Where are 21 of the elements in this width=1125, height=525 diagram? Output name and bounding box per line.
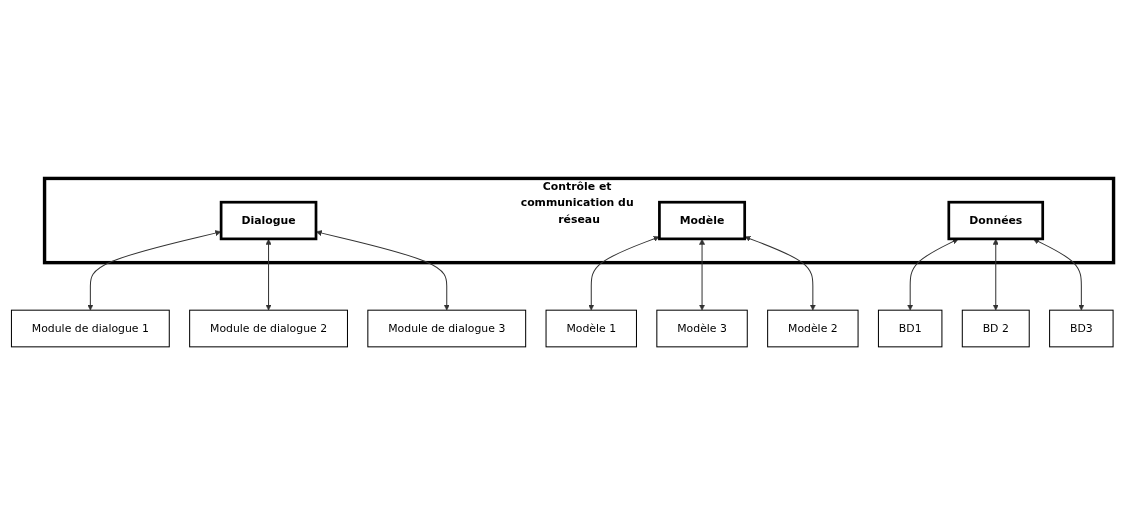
- node-box: Données: [947, 200, 1045, 241]
- arrow: [992, 238, 999, 311]
- node-box: Modèle 1: [545, 309, 637, 348]
- arrow: [699, 238, 706, 311]
- node-box: Modèle 2: [767, 309, 859, 348]
- arrow: [744, 235, 816, 311]
- arrow: [1033, 238, 1085, 311]
- node-box: Module de dialogue 2: [189, 309, 348, 348]
- node-box: Module de dialogue 1: [10, 309, 170, 348]
- arrow: [316, 230, 450, 311]
- node-box: Modèle 3: [656, 309, 748, 348]
- node-box: Dialogue: [219, 200, 318, 241]
- node-box: BD3: [1049, 309, 1114, 348]
- arrow: [87, 230, 222, 311]
- node-box: Modèle: [658, 200, 747, 241]
- arrow: [588, 235, 660, 311]
- arrow: [907, 238, 959, 311]
- node-box: Module de dialogue 3: [367, 309, 527, 348]
- node-box: BD1: [877, 309, 943, 348]
- arrow: [265, 238, 272, 311]
- node-box: BD 2: [961, 309, 1030, 348]
